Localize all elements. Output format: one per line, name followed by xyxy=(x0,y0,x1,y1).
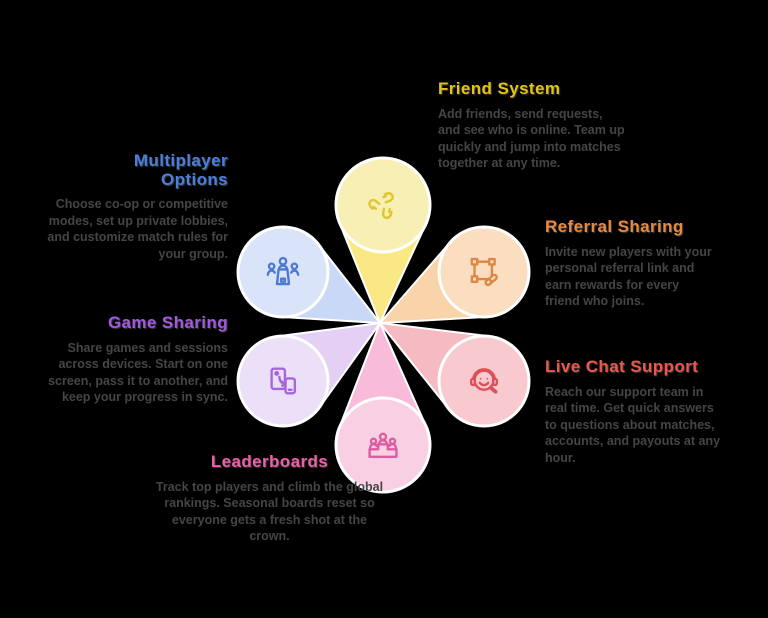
feature-description: Track top players and climb the global r… xyxy=(155,479,384,544)
feature-block-friend-system: Friend System Add friends, send requests… xyxy=(438,79,626,172)
feature-description: Choose co-op or competitive modes, set u… xyxy=(47,197,228,261)
feature-block-game-sharing: Game Sharing Share games and sessions ac… xyxy=(28,313,228,406)
feature-title: Multiplayer Options xyxy=(133,151,228,189)
petal-circle-referral-sharing xyxy=(437,225,531,319)
feature-title: Referral Sharing xyxy=(545,217,684,236)
feature-description: Add friends, send requests, and see who … xyxy=(438,106,625,171)
petal-circle-friend-system xyxy=(334,156,432,254)
feature-block-live-chat-support: Live Chat Support Reach our support team… xyxy=(545,357,721,466)
petal-circle-game-sharing xyxy=(236,334,330,428)
petal-circle-live-chat-support xyxy=(437,334,531,428)
feature-description: Invite new players with your personal re… xyxy=(545,244,712,309)
feature-description: Share games and sessions across devices.… xyxy=(48,340,228,405)
feature-title: Game Sharing xyxy=(107,313,228,332)
feature-title: Live Chat Support xyxy=(545,357,699,376)
feature-description: Reach our support team in real time. Get… xyxy=(545,384,721,465)
feature-block-referral-sharing: Referral Sharing Invite new players with… xyxy=(545,217,715,310)
feature-block-multiplayer-options: Multiplayer Options Choose co-op or comp… xyxy=(45,151,228,262)
feature-title: Friend System xyxy=(438,79,561,98)
feature-block-leaderboards: Leaderboards Track top players and climb… xyxy=(152,452,387,545)
feature-title: Leaderboards xyxy=(210,452,329,471)
